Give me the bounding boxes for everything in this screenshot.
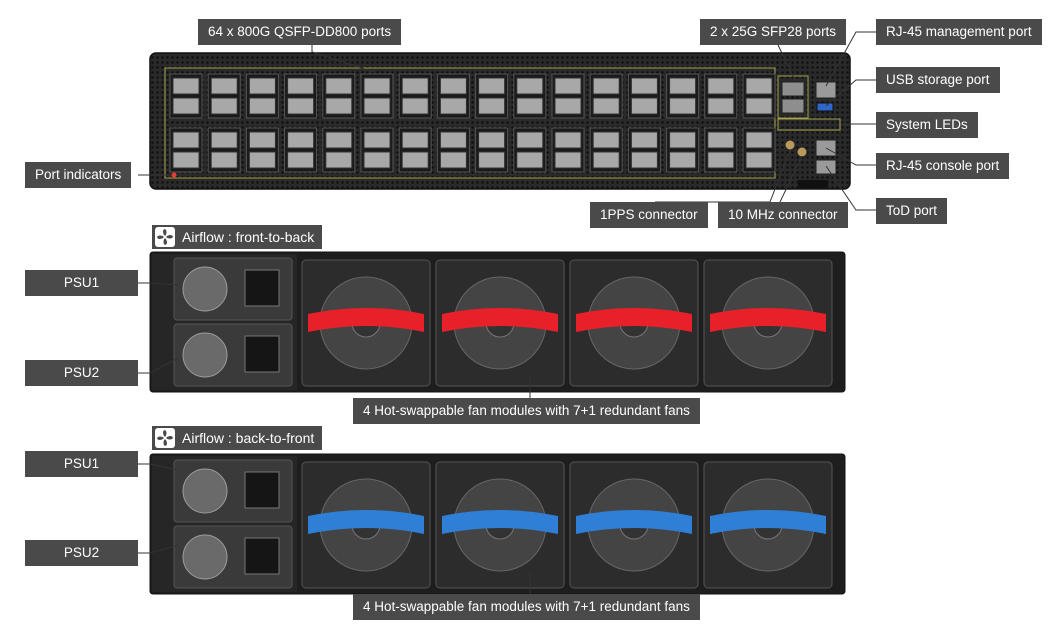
rj45-console-port — [815, 139, 837, 157]
fan-icon — [155, 428, 175, 448]
rear-panel-front-to-back — [149, 251, 846, 393]
qsfp-dd-cage — [704, 73, 738, 119]
fan-module — [569, 259, 699, 387]
qsfp-dd-cage — [666, 73, 700, 119]
port-indicators-label: Port indicators — [25, 162, 132, 188]
fan-handle — [710, 308, 826, 332]
qsfp-dd-cage — [513, 127, 547, 173]
qsfp-dd-cage — [551, 73, 585, 119]
qsfp-dd-cage — [551, 127, 585, 173]
qsfp-dd-cage — [284, 127, 318, 173]
sfp28-label: 2 x 25G SFP28 ports — [700, 19, 847, 45]
fan-handle — [710, 510, 826, 534]
fan-handle — [576, 510, 692, 534]
qsfp-dd-cage — [627, 73, 661, 119]
fan-module — [301, 461, 431, 589]
pps-label: 1PPS connector — [590, 202, 708, 228]
qsfp-dd-cage — [742, 73, 776, 119]
qsfp-dd-cage — [589, 73, 623, 119]
qsfp-dd-cage — [169, 127, 203, 173]
fan-handle — [442, 510, 558, 534]
front-panel — [149, 52, 851, 190]
system-leds-label: System LEDs — [876, 112, 978, 138]
usb-port-label: USB storage port — [876, 67, 1000, 93]
rear-panel-back-to-front — [149, 453, 846, 595]
tod-port — [815, 159, 837, 175]
ports-label: 64 x 800G QSFP-DD800 ports — [198, 19, 402, 45]
mgmt-port-label: RJ-45 management port — [876, 19, 1042, 45]
qsfp-dd-cage — [704, 127, 738, 173]
qsfp-dd-cage — [360, 73, 394, 119]
fan-handle — [442, 308, 558, 332]
fan-module — [301, 259, 431, 387]
tod-port-label: ToD port — [876, 198, 948, 224]
psu1-label: PSU1 — [25, 270, 138, 296]
psu2-label: PSU2 — [25, 360, 138, 386]
qsfp-dd-cage — [207, 127, 241, 173]
qsfp-dd-cage — [436, 127, 470, 173]
qsfp-dd-cage — [666, 127, 700, 173]
airflow-label: Airflow : front-to-back — [182, 229, 315, 245]
rj45-management-port — [815, 81, 837, 99]
mhz-label: 10 MHz connector — [718, 202, 848, 228]
qsfp-dd-cage — [284, 73, 318, 119]
qsfp-dd-cage — [207, 73, 241, 119]
psu1-label: PSU1 — [25, 451, 138, 477]
psu2-label: PSU2 — [25, 540, 138, 566]
fan-icon — [155, 227, 175, 247]
fan-module — [569, 461, 699, 589]
airflow-label: Airflow : back-to-front — [182, 430, 315, 446]
qsfp-dd-cage — [742, 127, 776, 173]
airflow-front-to-back-badge: Airflow : front-to-back — [152, 225, 323, 249]
usb-storage-port — [816, 102, 834, 112]
qsfp-dd-cage — [398, 127, 432, 173]
qsfp-dd-cage — [360, 127, 394, 173]
qsfp-dd-cage — [513, 73, 547, 119]
fan-module — [703, 259, 833, 387]
qsfp-dd-cage — [322, 127, 356, 173]
fan-handle — [308, 308, 424, 332]
fan-modules-label: 4 Hot-swappable fan modules with 7+1 red… — [353, 594, 700, 620]
1pps-connector — [784, 139, 796, 151]
qsfp-dd-cage — [322, 73, 356, 119]
console-port-label: RJ-45 console port — [876, 153, 1010, 179]
fan-module — [703, 461, 833, 589]
system-leds — [777, 118, 841, 131]
fan-module — [435, 461, 565, 589]
fan-handle — [576, 308, 692, 332]
fan-handle — [308, 510, 424, 534]
qsfp-dd-cage — [589, 127, 623, 173]
qsfp-dd-cage — [475, 127, 509, 173]
port-indicator — [171, 172, 177, 178]
qsfp-dd-cage — [245, 73, 279, 119]
qsfp-dd-cage — [436, 73, 470, 119]
fan-modules-label: 4 Hot-swappable fan modules with 7+1 red… — [353, 398, 700, 424]
fan-module — [435, 259, 565, 387]
10mhz-connector — [796, 146, 808, 158]
qsfp-dd-cage — [398, 73, 432, 119]
qsfp-dd-cage — [245, 127, 279, 173]
qsfp-dd-cage — [169, 73, 203, 119]
qsfp-dd-cage — [627, 127, 661, 173]
airflow-back-to-front-badge: Airflow : back-to-front — [152, 426, 323, 450]
qsfp-dd-cage — [475, 73, 509, 119]
